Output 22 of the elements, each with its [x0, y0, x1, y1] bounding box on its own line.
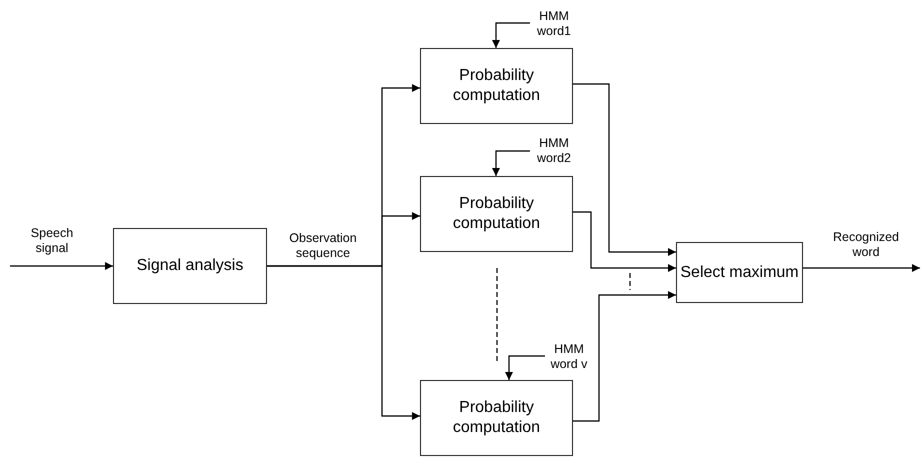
box-label: Probability computation: [452, 66, 542, 106]
arrow: [492, 150, 530, 176]
box-label: Probability computation: [452, 398, 542, 438]
arrow: [505, 355, 545, 380]
process-box: [113, 228, 267, 304]
input-label: HMM word2: [536, 136, 572, 166]
arrow: [10, 262, 113, 270]
process-box: [676, 242, 803, 303]
arrow: [803, 264, 920, 272]
box-label: Signal analysis: [136, 256, 244, 276]
arrow: [573, 291, 676, 422]
arrow: [573, 211, 676, 272]
process-box: [420, 176, 573, 252]
box-label: Probability computation: [452, 194, 542, 234]
input-label: HMM word v: [550, 342, 588, 372]
arrow: [492, 22, 530, 48]
input-label: HMM word1: [536, 9, 572, 39]
process-box: [420, 380, 573, 456]
arrow: [573, 83, 676, 256]
box-label: Select maximum: [680, 262, 799, 282]
arrow: [267, 265, 420, 420]
process-box: [420, 48, 573, 124]
